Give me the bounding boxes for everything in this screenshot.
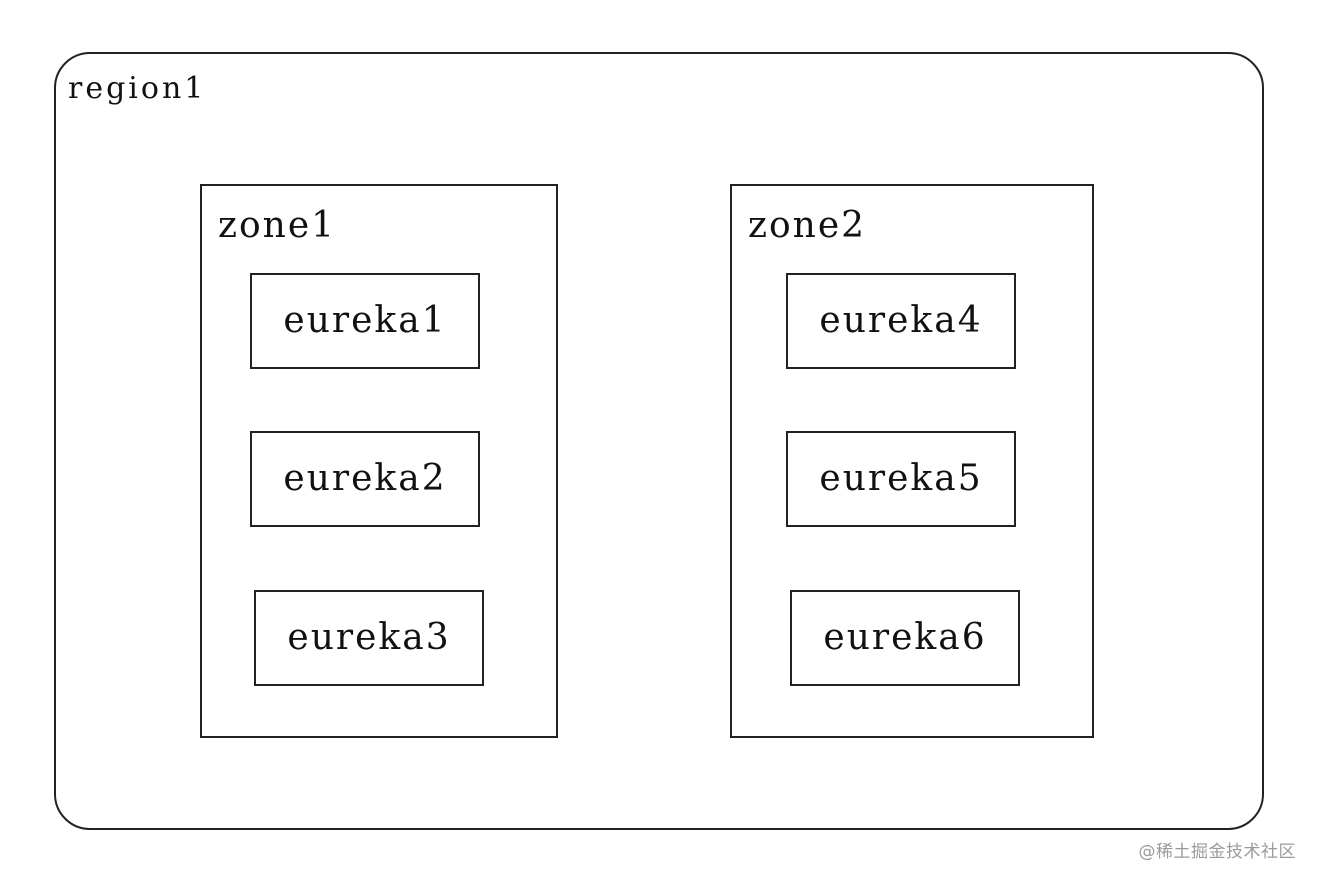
node-eureka2: eureka2	[250, 431, 480, 527]
zone-container-1: zone1	[200, 184, 558, 738]
node-eureka5: eureka5	[786, 431, 1016, 527]
region-container: region1	[54, 52, 1264, 830]
zone-label: zone2	[748, 205, 867, 246]
zone-label: zone1	[218, 205, 337, 246]
region-label: region1	[68, 71, 207, 106]
node-eureka4: eureka4	[786, 273, 1016, 369]
node-eureka3: eureka3	[254, 590, 484, 686]
node-eureka6: eureka6	[790, 590, 1020, 686]
zone-container-2: zone2	[730, 184, 1094, 738]
node-eureka1: eureka1	[250, 273, 480, 369]
watermark-text: @稀土掘金技术社区	[1138, 842, 1296, 862]
